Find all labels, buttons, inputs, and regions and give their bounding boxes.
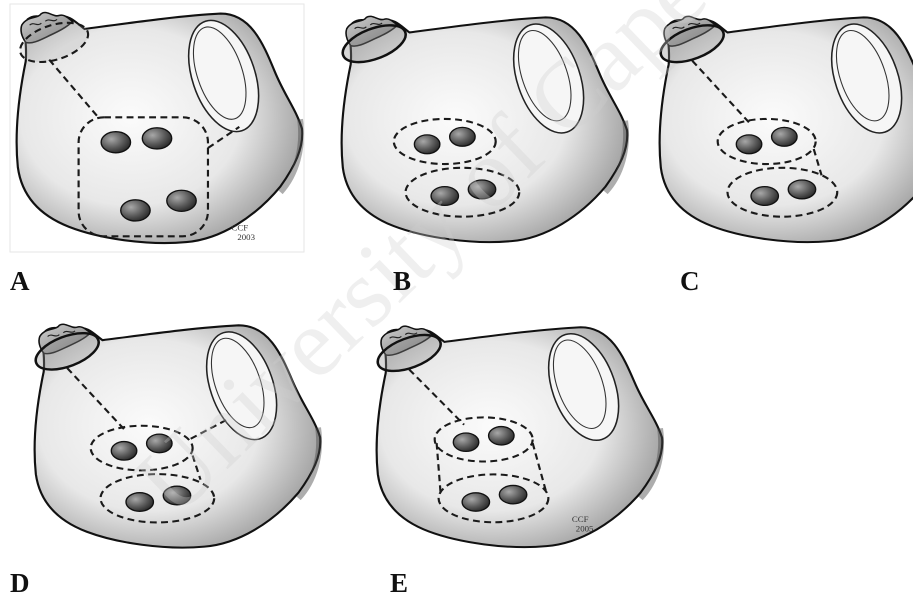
panel-label-a: A xyxy=(10,266,30,296)
panel-e: CCF 2005 xyxy=(372,325,662,547)
panel-c xyxy=(655,16,913,243)
credit-e-line1: CCF xyxy=(572,514,589,524)
credit-a-line2: 2003 xyxy=(237,232,255,242)
panel-label-e: E xyxy=(390,568,408,597)
panel-a: CCF 2003 xyxy=(15,12,302,243)
panel-label-d: D xyxy=(10,568,30,597)
credit-a-line1: CCF xyxy=(231,223,248,233)
panel-label-c: C xyxy=(680,266,700,296)
panel-label-b: B xyxy=(393,266,411,296)
credit-e-line2: 2005 xyxy=(576,524,594,534)
